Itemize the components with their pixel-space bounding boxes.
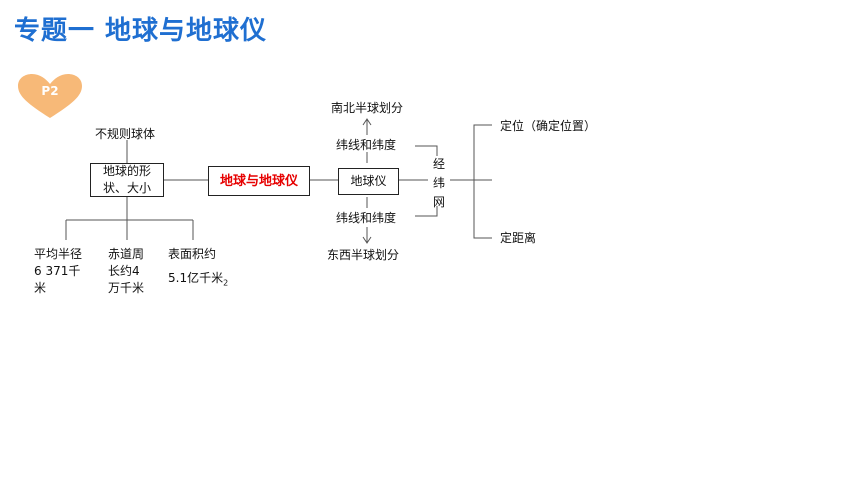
grid-char: 纬 bbox=[432, 176, 445, 190]
north-south-label: 南北半球划分 bbox=[331, 101, 404, 115]
grid-char: 经 bbox=[432, 157, 445, 171]
lat-lon-bottom-label: 纬线和纬度 bbox=[336, 211, 397, 225]
distance-label: 定距离 bbox=[500, 231, 537, 245]
positioning-label: 定位（确定位置） bbox=[500, 119, 597, 133]
center-text: 地球与地球仪 bbox=[219, 173, 298, 189]
badge-label: P2 bbox=[41, 84, 59, 98]
equator-text: 赤道周长约4万千米 bbox=[108, 247, 145, 295]
center-box: 地球与地球仪 bbox=[208, 166, 310, 196]
shape-size-text: 地球的形状、大小 bbox=[102, 164, 151, 195]
heart-badge-icon bbox=[18, 74, 82, 118]
shape-size-box: 地球的形状、大小 bbox=[90, 163, 164, 197]
heart-shape bbox=[18, 74, 82, 118]
lat-lon-top-label: 纬线和纬度 bbox=[336, 138, 397, 152]
area-label: 表面积约 bbox=[168, 247, 217, 261]
globe-box: 地球仪 bbox=[338, 168, 399, 195]
globe-text: 地球仪 bbox=[350, 174, 387, 188]
shape-label: 不规则球体 bbox=[95, 127, 156, 141]
area-value: 5.1亿千米2 bbox=[168, 270, 228, 291]
area-unit-sup: 2 bbox=[223, 278, 229, 288]
area-value-text: 5.1亿千米 bbox=[168, 271, 224, 285]
grid-label: 经 纬 网 bbox=[432, 155, 446, 212]
radius-text: 平均半径6 371千米 bbox=[34, 247, 83, 295]
grid-char: 网 bbox=[432, 195, 445, 209]
page-title: 专题一 地球与地球仪 bbox=[14, 16, 268, 46]
east-west-label: 东西半球划分 bbox=[327, 248, 400, 262]
